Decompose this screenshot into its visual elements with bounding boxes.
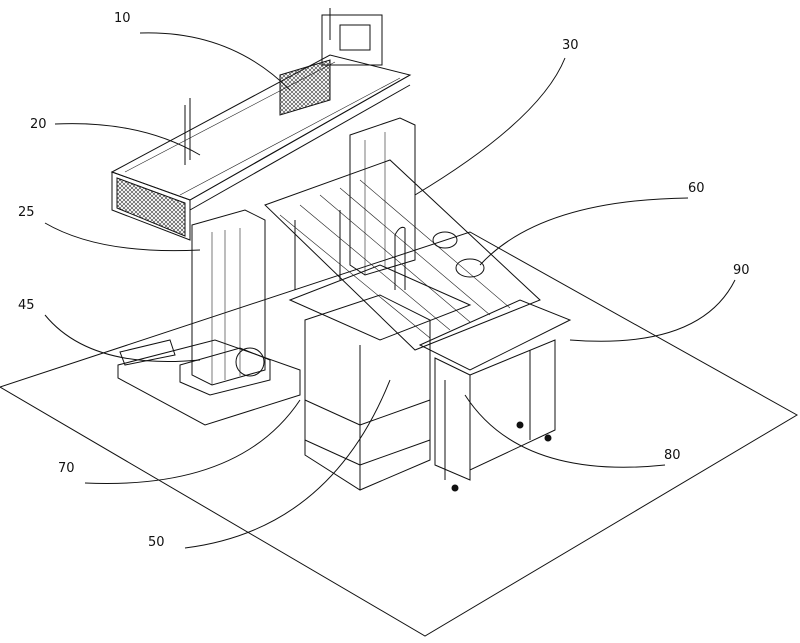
base-frame xyxy=(117,339,301,426)
label-60: 60 xyxy=(688,181,705,196)
cart xyxy=(418,299,572,492)
label-25: 25 xyxy=(18,205,35,220)
floor-plane xyxy=(0,231,799,637)
label-10: 10 xyxy=(114,11,131,26)
label-90: 90 xyxy=(733,263,750,278)
label-50: 50 xyxy=(148,535,165,550)
support-frame xyxy=(304,294,431,491)
lift-columns xyxy=(191,117,416,386)
conveyor-lines xyxy=(264,159,541,351)
label-80: 80 xyxy=(664,448,681,463)
label-30: 30 xyxy=(562,38,579,53)
label-20: 20 xyxy=(30,117,47,132)
label-70: 70 xyxy=(58,461,75,476)
gantry-frame xyxy=(110,8,412,241)
label-45: 45 xyxy=(18,298,35,313)
leader-lines xyxy=(44,32,736,549)
